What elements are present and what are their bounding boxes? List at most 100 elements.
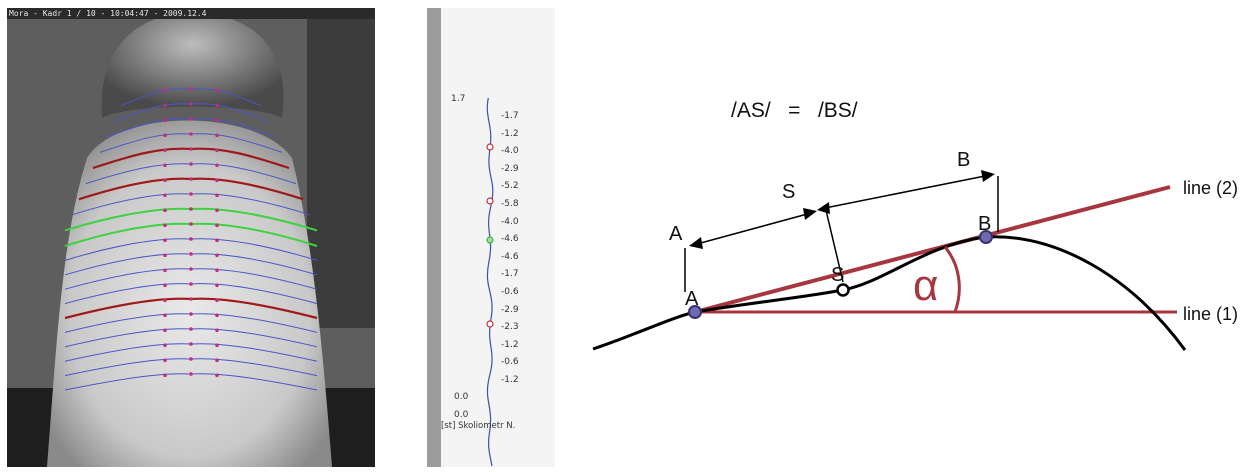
contour-marker (163, 298, 167, 303)
photo-shadow (307, 8, 375, 328)
scoliometer-value: -1.7 (501, 269, 519, 280)
contour-marker (189, 162, 193, 166)
label-a-point: A (685, 288, 699, 310)
hair (101, 13, 284, 118)
dimension-as (696, 212, 812, 245)
scoliometer-panel: 1.7 -1.7-1.2-4.0-2.9-5.2-5.8-4.0-4.6-4.6… (427, 8, 555, 467)
contour-marker (189, 222, 193, 226)
scoliometer-strip: 1.7 -1.7-1.2-4.0-2.9-5.2-5.8-4.0-4.6-4.6… (441, 8, 555, 467)
contour-marker (215, 238, 219, 243)
contour-marker (163, 163, 167, 168)
marker-red-2 (486, 197, 494, 205)
line-2 (694, 185, 1171, 314)
contour-marker (189, 372, 193, 376)
scoliometer-value: -4.0 (501, 216, 519, 227)
contour-marker (215, 148, 219, 153)
scoliometer-value: -1.2 (501, 339, 519, 350)
scoliometer-graph (486, 97, 494, 467)
moire-photo-panel: Mora - Kadr 1 / 10 - 10:04:47 - 2009.12.… (7, 8, 375, 467)
label-b-point: B (978, 213, 991, 235)
contour-marker (189, 177, 193, 181)
angle-diagram: /AS/ = /BS/ A S B A S B α line (2) line … (585, 0, 1257, 467)
contour-marker (189, 237, 193, 241)
marker-red-1 (486, 143, 494, 151)
scoliometer-value: -2.9 (501, 163, 519, 174)
contour-marker (215, 313, 219, 318)
contour-marker (215, 358, 219, 363)
scoliometer-value: -4.6 (501, 251, 519, 262)
contour-marker (215, 223, 219, 228)
contour-marker (215, 208, 219, 213)
contour-marker (189, 192, 193, 196)
contour-marker (163, 88, 167, 93)
angle-diagram-svg: /AS/ = /BS/ A S B A S B α line (2) line … (592, 99, 1238, 351)
contour-marker (163, 238, 167, 243)
point-s (836, 283, 850, 297)
contour-marker (215, 298, 219, 303)
contour-marker (163, 313, 167, 318)
scoliometer-value: -1.2 (501, 375, 519, 385)
scoliometer-value: -0.6 (501, 287, 519, 297)
contour-marker (163, 373, 167, 378)
contour-marker (189, 117, 193, 121)
contour-markers (163, 87, 219, 378)
torso-back (47, 120, 332, 467)
marker-green (486, 236, 494, 244)
scoliometer-value: -0.6 (501, 357, 519, 368)
contour-marker (163, 148, 167, 153)
arrow-s-left (803, 208, 817, 220)
scoliometer-curve (486, 97, 494, 467)
contour-marker (215, 268, 219, 273)
contour-marker (215, 328, 219, 333)
contour-marker (215, 253, 219, 258)
scoliometer-bottom-label-1: 0.0 (454, 392, 469, 402)
scoliometer-top-label: 1.7 (451, 94, 466, 104)
contour-marker (163, 103, 167, 108)
point-b (979, 230, 993, 244)
contour-marker (215, 103, 219, 108)
contour-marker (215, 118, 219, 123)
scoliometer-value: -1.2 (501, 128, 519, 139)
marker-red-3 (486, 320, 494, 328)
contour-marker (163, 283, 167, 288)
arrow-b (981, 170, 995, 182)
contour-marker (163, 133, 167, 138)
contour-marker (163, 358, 167, 363)
line-2-label: line (2) (1183, 178, 1238, 198)
contour-marker (189, 147, 193, 151)
scoliometer-value: -4.6 (501, 234, 519, 245)
scoliometer-value: -1.7 (501, 111, 519, 121)
contour-marker (163, 178, 167, 183)
equation-label: /AS/ = /BS/ (731, 99, 858, 122)
label-s-point: S (831, 264, 844, 286)
contour-marker (163, 343, 167, 348)
contour-marker (189, 342, 193, 346)
scoliometer-caption: [st] Skoliometr N. (441, 421, 516, 431)
contour-marker (189, 252, 193, 256)
contour-marker (163, 118, 167, 123)
contour-marker (215, 163, 219, 168)
contour-marker (163, 253, 167, 258)
photo-header: Mora - Kadr 1 / 10 - 10:04:47 - 2009.12.… (7, 8, 375, 19)
contour-marker (189, 207, 193, 211)
arrow-s-right (817, 202, 830, 214)
contour-marker (189, 312, 193, 316)
contour-marker (215, 283, 219, 288)
ext-line-s (824, 205, 844, 283)
moire-photo (7, 8, 375, 467)
contour-marker (163, 328, 167, 333)
label-s-top: S (782, 181, 795, 203)
label-b-top: B (957, 149, 970, 171)
contour-marker (215, 133, 219, 138)
dimension-sb (824, 175, 986, 209)
contour-marker (163, 223, 167, 228)
contour-marker (189, 132, 193, 136)
contour-marker (163, 193, 167, 198)
contour-marker (215, 178, 219, 183)
contour-marker (189, 357, 193, 361)
contour-marker (189, 87, 193, 91)
contour-marker (189, 282, 193, 286)
scoliometer-value: -5.2 (501, 181, 519, 192)
curve (592, 235, 1187, 351)
contour-marker (189, 297, 193, 301)
